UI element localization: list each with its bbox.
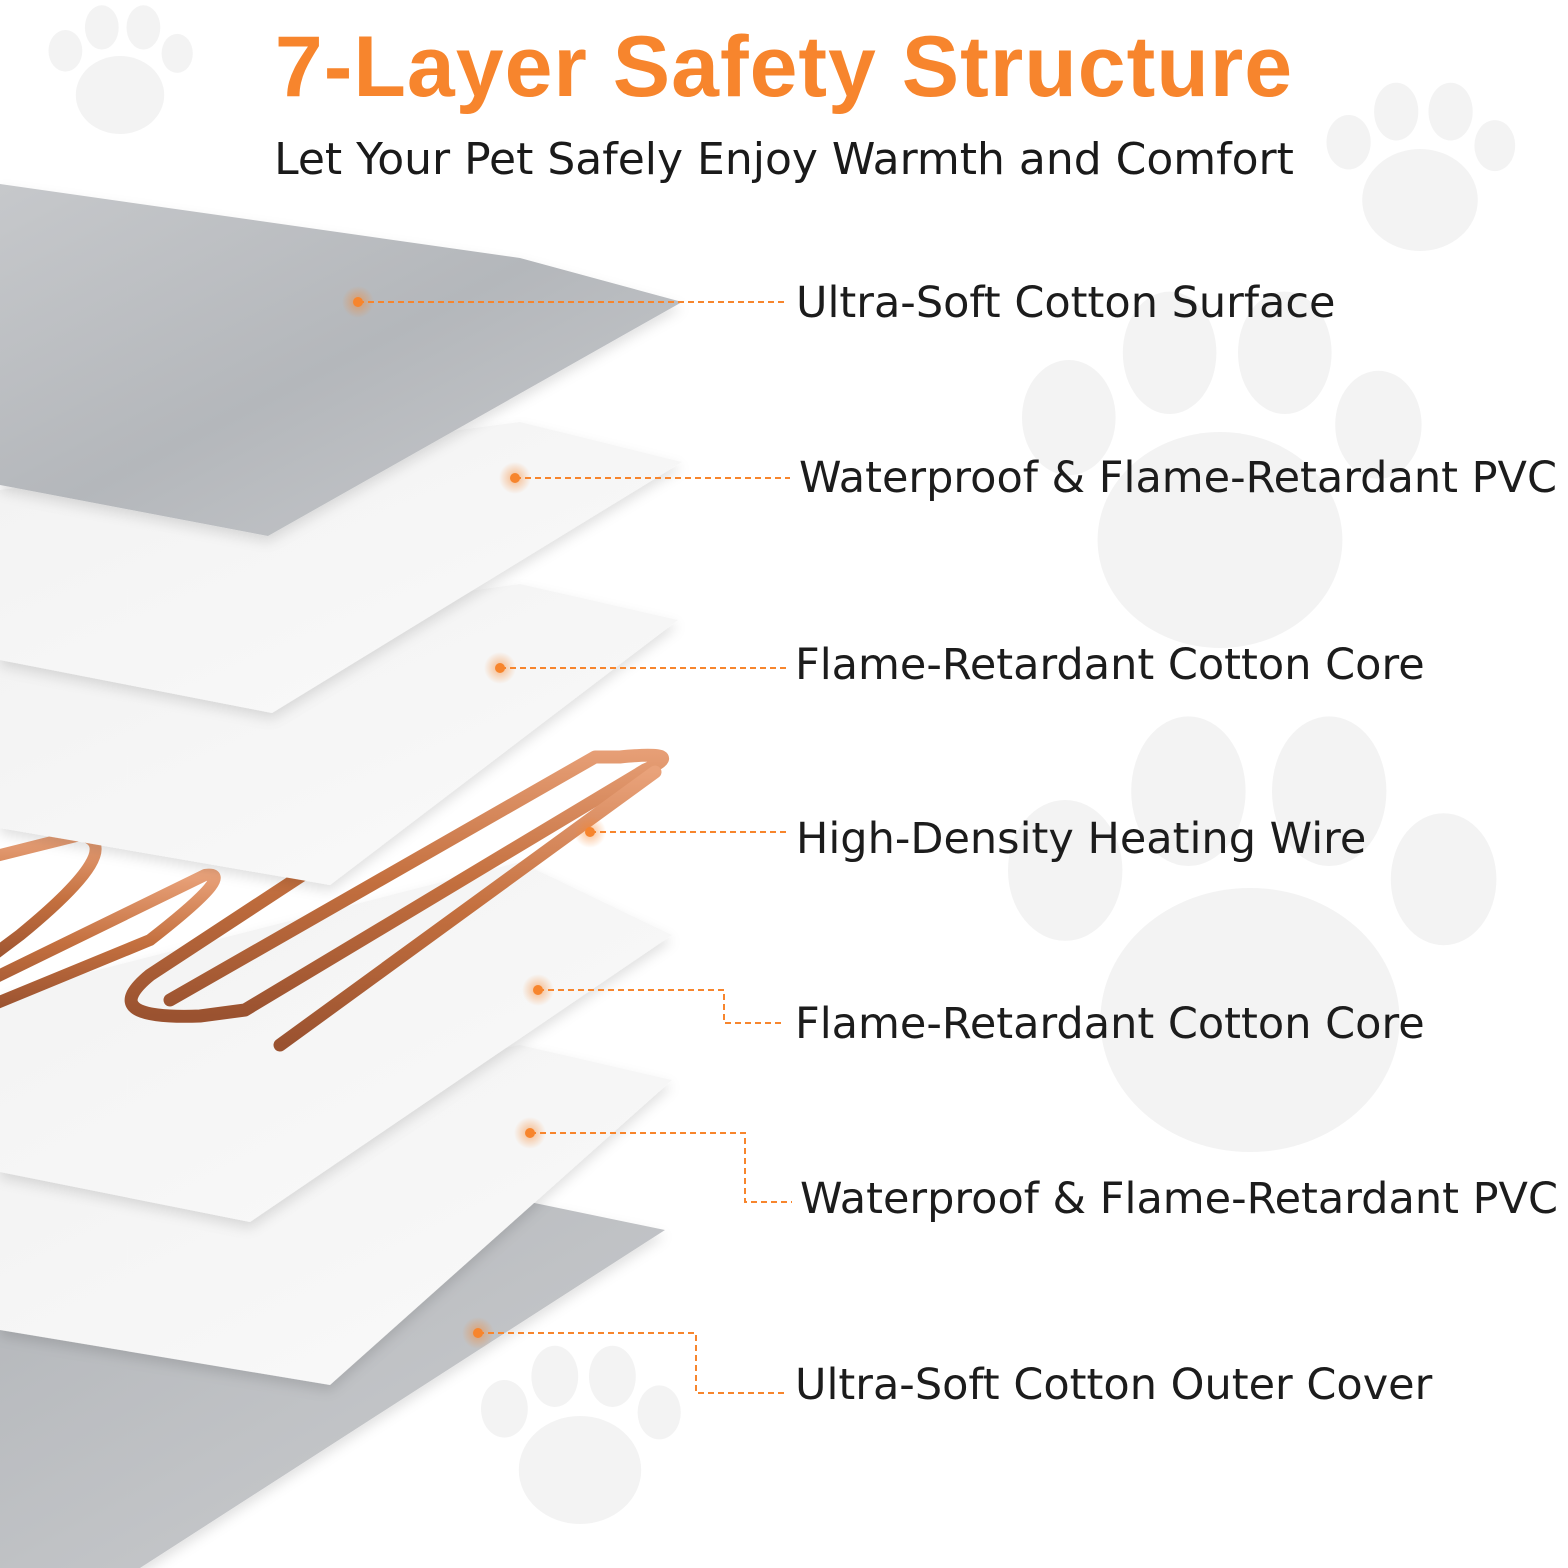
layer-label-cotton-core-bottom: Flame-Retardant Cotton Core bbox=[795, 999, 1425, 1049]
layer-label-heating-wire: High-Density Heating Wire bbox=[796, 814, 1367, 864]
page-subtitle: Let Your Pet Safely Enjoy Warmth and Com… bbox=[274, 134, 1294, 185]
callout-line bbox=[478, 1332, 788, 1394]
layer-label-pvc-bottom: Waterproof & Flame-Retardant PVC bbox=[800, 1174, 1558, 1224]
layer-shape-cotton-core-bottom bbox=[0, 862, 672, 1222]
layer-label-cotton-core-top: Flame-Retardant Cotton Core bbox=[795, 640, 1425, 690]
layer-label-pvc-top: Waterproof & Flame-Retardant PVC bbox=[799, 453, 1557, 503]
callout-line bbox=[538, 989, 782, 1024]
callout-dots bbox=[342, 286, 606, 1349]
page-title: 7-Layer Safety Structure bbox=[274, 19, 1294, 115]
callout-lines bbox=[358, 301, 792, 1394]
paw-print-icon bbox=[481, 1345, 681, 1524]
paw-print-icon bbox=[1008, 716, 1497, 1152]
layer-label-outer-cover: Ultra-Soft Cotton Outer Cover bbox=[795, 1360, 1433, 1410]
layer-shape-cotton-surface bbox=[0, 184, 682, 536]
layer-label-cotton-surface: Ultra-Soft Cotton Surface bbox=[796, 278, 1336, 328]
